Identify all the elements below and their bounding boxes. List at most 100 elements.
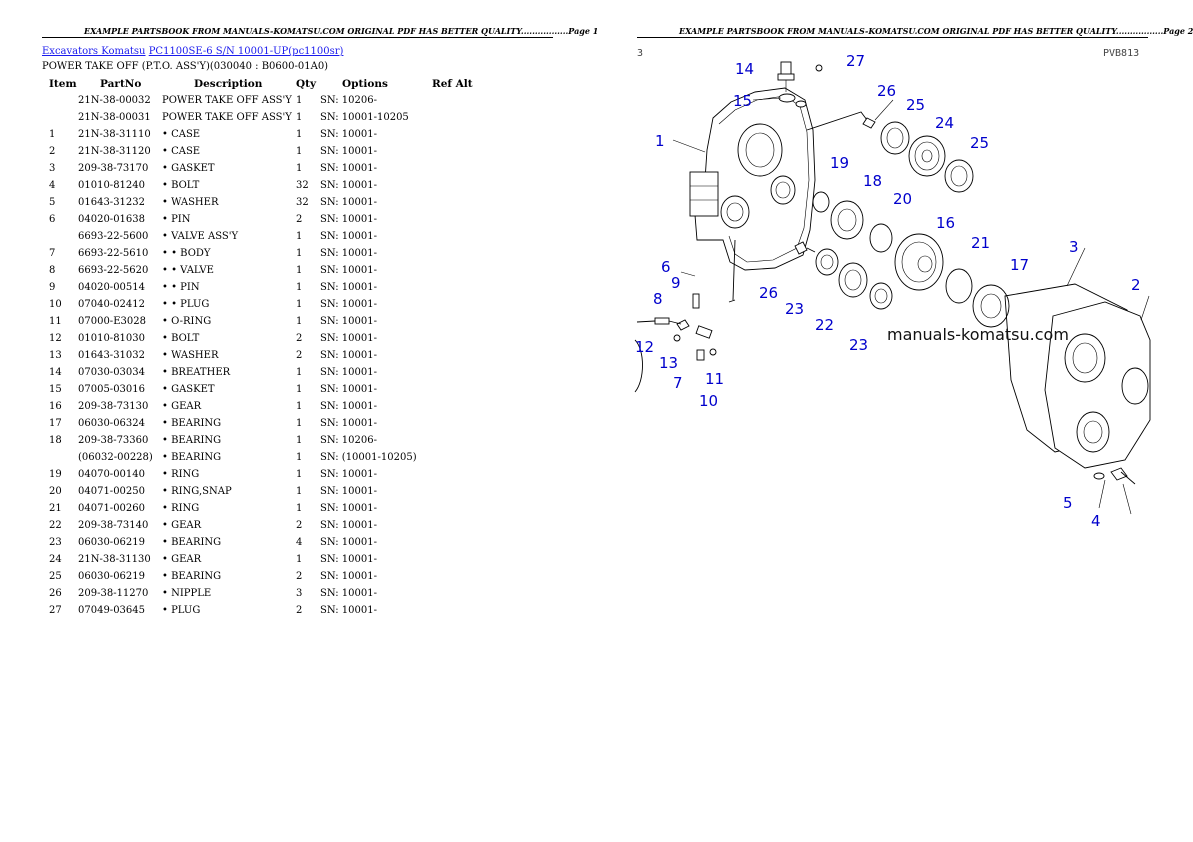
callout-18: 18 [863, 172, 882, 190]
cell-ref-alt [418, 517, 478, 534]
cell-description: • WASHER [162, 350, 219, 361]
callout-3: 3 [1069, 238, 1079, 256]
cell-item: 27 [49, 605, 62, 616]
cell-partno: 06030-06324 [78, 418, 146, 429]
cell-options: SN: 10001- [320, 605, 377, 616]
cell-description: • GASKET [162, 384, 215, 395]
bearing-23-upper-drawing [815, 248, 839, 276]
breadcrumb-category-link[interactable]: Excavators Komatsu [42, 46, 146, 57]
cell-qty: 1 [296, 418, 303, 429]
cell-item: 26 [49, 588, 62, 599]
ring-19-drawing [812, 191, 830, 213]
cell-item: 11 [49, 316, 62, 327]
cell-qty: 1 [296, 469, 303, 480]
cell-options: SN: 10001- [320, 248, 377, 259]
callout-22: 22 [815, 316, 834, 334]
cell-qty: 1 [296, 231, 303, 242]
header-divider [42, 37, 553, 38]
cell-description: • • PLUG [162, 299, 210, 310]
cell-qty: 1 [296, 282, 303, 293]
cell-item: 7 [49, 248, 56, 259]
cell-ref-alt [418, 500, 478, 517]
valve-assembly-drawing [634, 293, 717, 393]
header-item: Item [49, 78, 77, 90]
cell-ref-alt [418, 466, 478, 483]
cell-item: 23 [49, 537, 62, 548]
cell-qty: 1 [296, 248, 303, 259]
cell-options: SN: 10001- [320, 197, 377, 208]
cell-options: SN: 10001- [320, 418, 377, 429]
cell-description: • • VALVE [162, 265, 214, 276]
cell-item: 2 [49, 146, 56, 157]
cell-options: SN: 10001- [320, 401, 377, 412]
cell-options: SN: 10001- [320, 333, 377, 344]
cell-ref-alt [418, 364, 478, 381]
cell-ref-alt [418, 449, 478, 466]
cell-options: SN: (10001-10205) [320, 452, 417, 463]
cell-qty: 2 [296, 571, 303, 582]
callout-25: 25 [906, 96, 925, 114]
callout-6: 6 [661, 258, 671, 276]
cell-partno: 01643-31232 [78, 197, 146, 208]
cell-ref-alt [418, 585, 478, 602]
cell-item: 20 [49, 486, 62, 497]
callout-25b: 25 [970, 134, 989, 152]
cell-ref-alt [418, 194, 478, 211]
cell-ref-alt [418, 432, 478, 449]
cell-description: • BOLT [162, 333, 200, 344]
cell-description: • CASE [162, 146, 201, 157]
cell-options: SN: 10001- [320, 231, 377, 242]
cell-ref-alt [418, 245, 478, 262]
page-title: POWER TAKE OFF (P.T.O. ASS'Y)(030040 : B… [42, 61, 329, 72]
cell-ref-alt [418, 296, 478, 313]
cell-partno: 04071-00260 [78, 503, 146, 514]
plug-27-drawing [815, 64, 823, 72]
cell-item [42, 228, 78, 245]
cell-ref-alt [418, 177, 478, 194]
cell-ref-alt [418, 262, 478, 279]
cell-options: SN: 10001- [320, 588, 377, 599]
cell-partno: 6693-22-5620 [78, 265, 149, 276]
cell-item: 22 [49, 520, 62, 531]
cell-partno: 04071-00250 [78, 486, 146, 497]
bearing-25-lower-drawing [944, 159, 974, 193]
header-divider [637, 37, 1148, 38]
gear-24-drawing [908, 135, 946, 177]
cell-ref-alt [418, 347, 478, 364]
washer-5-drawing [1093, 472, 1105, 480]
cell-qty: 32 [296, 180, 309, 191]
breadcrumb-model-link[interactable]: PC1100SE-6 S/N 10001-UP(pc1100sr) [148, 46, 344, 57]
cell-item: 5 [49, 197, 56, 208]
callout-16: 16 [936, 214, 955, 232]
cell-qty: 2 [296, 605, 303, 616]
cell-partno: 07030-03034 [78, 367, 146, 378]
cell-item: 8 [49, 265, 56, 276]
cell-description: • • BODY [162, 248, 211, 259]
cell-item: 10 [49, 299, 62, 310]
cell-description: POWER TAKE OFF ASS'Y [162, 112, 292, 123]
cell-item: 4 [49, 180, 56, 191]
cell-partno: 06030-06219 [78, 537, 146, 548]
callout-leaders [672, 97, 1150, 515]
callout-7: 7 [673, 374, 683, 392]
cell-options: SN: 10001- [320, 129, 377, 140]
cell-qty: 1 [296, 503, 303, 514]
callout-5: 5 [1063, 494, 1073, 512]
gasket-15-drawing [778, 93, 807, 108]
cell-partno: 21N-38-00032 [78, 95, 151, 106]
callout-26: 26 [877, 82, 896, 100]
cell-options: SN: 10001- [320, 571, 377, 582]
cell-partno: 07049-03645 [78, 605, 146, 616]
cell-options: SN: 10001- [320, 503, 377, 514]
diagram-code: PVB813 [1103, 48, 1139, 59]
snap-ring-20-drawing [869, 223, 893, 253]
cell-item: 19 [49, 469, 62, 480]
